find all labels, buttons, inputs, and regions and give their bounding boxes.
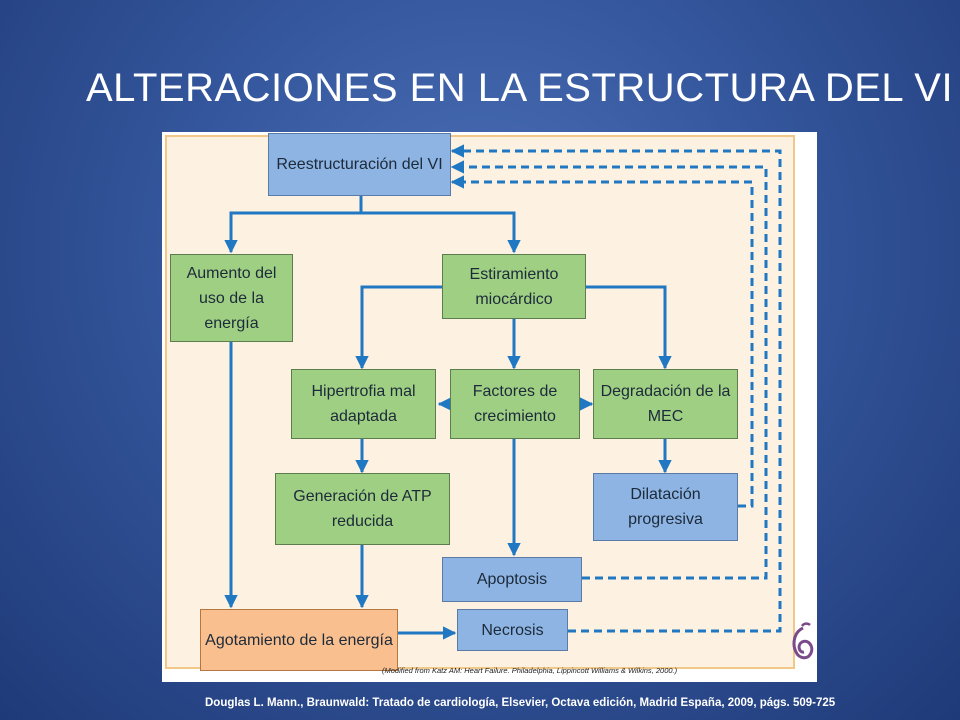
arrow-reestructuracion-split	[224, 196, 363, 254]
arrow-to-estiramiento	[361, 211, 521, 254]
box-aumento: Aumento del uso de la energía	[170, 254, 293, 342]
box-estiramiento: Estiramiento miocárdico	[442, 254, 586, 319]
feedback-necrosis	[450, 144, 782, 633]
bibliographic-reference: Douglas L. Mann., Braunwald: Tratado de …	[205, 697, 836, 709]
box-degradacion: Degradación de la MEC	[593, 369, 738, 439]
arrow-to-degradacion	[586, 285, 672, 370]
flow-diagram: Reestructuración del VI Aumento del uso …	[162, 132, 817, 682]
feedback-dilatacion	[450, 175, 754, 508]
box-necrosis: Necrosis	[457, 609, 568, 651]
feedback-apoptosis	[450, 160, 768, 580]
slide-title: ALTERACIONES EN LA ESTRUCTURA DEL VI	[86, 66, 954, 110]
box-hipertrofia: Hipertrofia mal adaptada	[291, 369, 436, 439]
box-dilatacion: Dilatación progresiva	[593, 473, 738, 541]
publisher-logo-icon	[792, 622, 814, 660]
box-agotamiento: Agotamiento de la energía	[200, 609, 398, 671]
connector-arrows	[224, 144, 782, 640]
arrow-to-hipertrofia	[355, 285, 442, 370]
box-reestructuracion: Reestructuración del VI	[268, 133, 451, 196]
box-generacion: Generación de ATP reducida	[275, 473, 450, 545]
box-factores: Factores de crecimiento	[450, 369, 580, 439]
figure-credit: (Modified from Katz AM: Heart Failure. P…	[382, 666, 678, 675]
box-apoptosis: Apoptosis	[442, 557, 582, 602]
